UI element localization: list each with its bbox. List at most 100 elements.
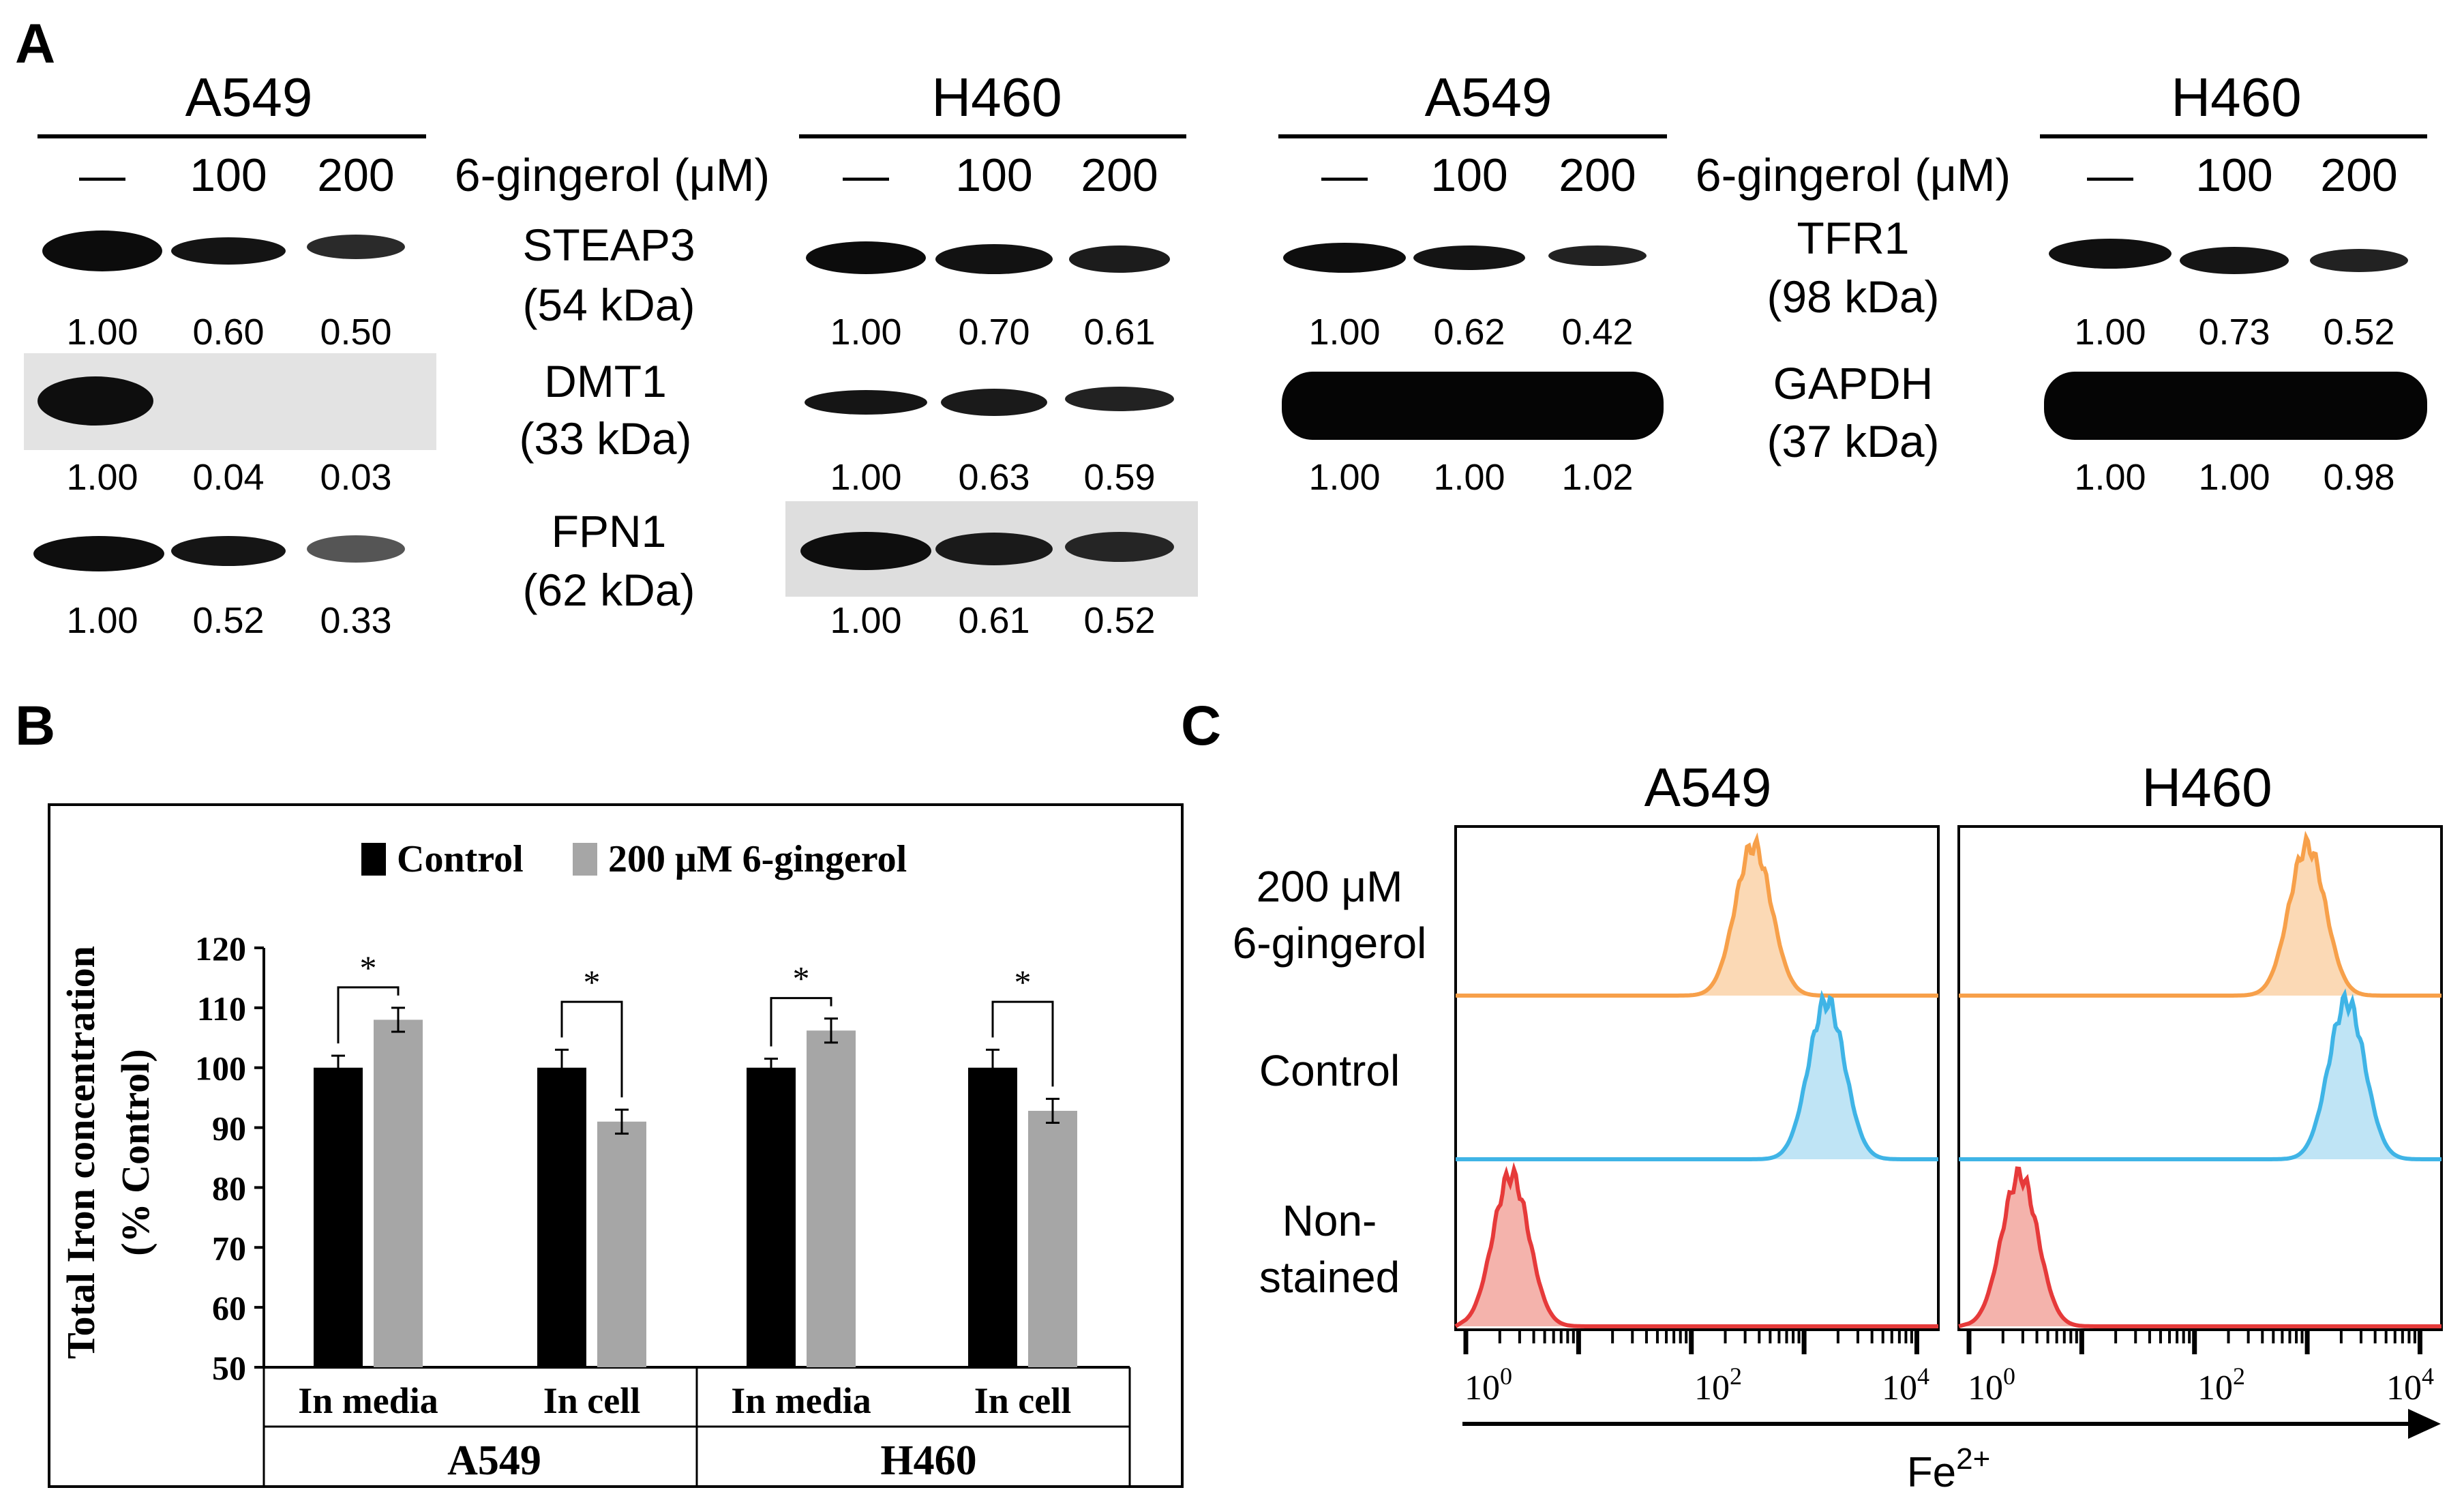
category-label: In media bbox=[298, 1380, 438, 1421]
panel-c-letter: C bbox=[1181, 695, 1221, 757]
histogram-fill bbox=[1959, 994, 2442, 1159]
dose-label: 200 bbox=[1559, 149, 1636, 201]
bar bbox=[537, 1067, 586, 1367]
dose-label: 200 bbox=[317, 149, 394, 201]
dose-label: 100 bbox=[190, 149, 267, 201]
y-tick-label: 70 bbox=[212, 1229, 246, 1267]
band-value: 1.02 bbox=[1561, 457, 1633, 498]
blot-gapdh-h460 bbox=[2044, 372, 2427, 440]
y-tick-label: 50 bbox=[212, 1349, 246, 1387]
legend-swatch-control bbox=[361, 843, 386, 876]
bar bbox=[807, 1030, 856, 1367]
panel-a-letter: A bbox=[15, 13, 55, 75]
dose-label: 200 bbox=[2320, 149, 2397, 201]
y-tick-label: 80 bbox=[212, 1169, 246, 1207]
histogram-line bbox=[1959, 988, 2442, 1161]
tick-label: 102 bbox=[1694, 1362, 1742, 1407]
y-tick-label: 100 bbox=[195, 1049, 246, 1088]
marker-name: FPN1 bbox=[552, 506, 667, 556]
band-value: 0.04 bbox=[192, 457, 264, 498]
row-label: Non- bbox=[1282, 1196, 1377, 1245]
significance-star: * bbox=[584, 963, 601, 1001]
significance-bracket bbox=[770, 997, 832, 1047]
bar bbox=[314, 1067, 363, 1367]
significance-star: * bbox=[1015, 963, 1032, 1001]
treatment-label: 6-gingerol (μM) bbox=[455, 149, 770, 201]
histogram-frame-h460 bbox=[1957, 825, 2443, 1331]
band-value: 0.61 bbox=[1083, 312, 1155, 353]
dose-label: — bbox=[1321, 149, 1368, 201]
histogram-line bbox=[1958, 1166, 2442, 1328]
band-value: 1.00 bbox=[66, 600, 138, 641]
histogram-fill bbox=[1959, 837, 2442, 996]
band-value: 0.50 bbox=[320, 312, 391, 353]
panel-b: B Control 200 μM 6-gingerol Total Iron c… bbox=[15, 695, 1184, 1488]
marker-name: TFR1 bbox=[1797, 213, 1910, 263]
panel-a-left-labels: STEAP3 (54 kDa) DMT1 (33 kDa) FPN1 (62 k… bbox=[66, 220, 1155, 641]
band-value: 1.00 bbox=[830, 457, 901, 498]
row-label: stained bbox=[1259, 1253, 1400, 1302]
cell-line-label: H460 bbox=[931, 67, 1062, 128]
band-value: 0.62 bbox=[1433, 312, 1505, 353]
band-value: 1.00 bbox=[66, 312, 138, 353]
band-value: 1.00 bbox=[66, 457, 138, 498]
row-label: 6-gingerol bbox=[1233, 919, 1427, 968]
dose-label: — bbox=[2087, 149, 2133, 201]
band-value: 0.33 bbox=[320, 600, 391, 641]
histogram-fill bbox=[1456, 997, 1938, 1159]
bar bbox=[597, 1121, 646, 1367]
category-table: In media In cell In media In cell A549 H… bbox=[262, 1367, 1131, 1487]
significance-bracket bbox=[560, 1000, 623, 1098]
tick-label: 104 bbox=[1882, 1362, 1929, 1407]
category-label: In cell bbox=[543, 1380, 641, 1421]
band-value: 1.00 bbox=[2198, 457, 2270, 498]
bars bbox=[314, 1007, 1077, 1367]
histograms bbox=[1454, 831, 2442, 1328]
band-value: 0.03 bbox=[320, 457, 391, 498]
blot-steap3-h460 bbox=[806, 241, 1170, 274]
panel-a-right-labels: TFR1 (98 kDa) GAPDH (37 kDa) 1.00 0.62 0… bbox=[1308, 213, 2394, 498]
group-label: H460 bbox=[880, 1437, 976, 1484]
legend-label-control: Control bbox=[397, 838, 524, 880]
histogram-fill bbox=[1959, 1168, 2442, 1326]
chart-legend: Control 200 μM 6-gingerol bbox=[361, 838, 907, 880]
y-tick-label: 120 bbox=[195, 929, 246, 968]
marker-size: (62 kDa) bbox=[522, 565, 695, 615]
blot-tfr1-a549 bbox=[1283, 243, 1647, 273]
band-value: 1.00 bbox=[2074, 457, 2146, 498]
band-value: 0.52 bbox=[2323, 312, 2394, 353]
cell-line-label: A549 bbox=[1425, 67, 1552, 128]
cell-line-label: A549 bbox=[1644, 757, 1772, 818]
significance-bracket bbox=[337, 986, 400, 1044]
category-label: In cell bbox=[974, 1380, 1072, 1421]
histogram-line bbox=[1456, 832, 1938, 998]
category-label: In media bbox=[731, 1380, 871, 1421]
panel-b-letter: B bbox=[15, 695, 55, 757]
panel-a: A A549 H460 — 100 200 6-gingerol (μM) — … bbox=[15, 13, 2427, 641]
legend-swatch-gingerol bbox=[573, 843, 597, 876]
marker-size: (33 kDa) bbox=[519, 413, 691, 464]
marker-size: (54 kDa) bbox=[522, 280, 695, 330]
treatment-label: 6-gingerol (μM) bbox=[1696, 149, 2011, 201]
dose-label: 100 bbox=[955, 149, 1032, 201]
histogram-line bbox=[1456, 989, 1938, 1161]
log-axis-labels: 100 102 104 100 102 104 bbox=[1464, 1362, 2434, 1407]
band-value: 0.52 bbox=[192, 600, 264, 641]
marker-size: (98 kDa) bbox=[1767, 271, 1939, 322]
bar bbox=[374, 1019, 423, 1367]
marker-size: (37 kDa) bbox=[1767, 416, 1939, 466]
panel-c: C A549 H460 200 μM 6-gingerol Control No… bbox=[1181, 695, 2443, 1496]
histogram-line bbox=[1959, 831, 2442, 998]
panel-a-right-headers: A549 H460 — 100 200 6-gingerol (μM) — 10… bbox=[1278, 67, 2427, 201]
band-value: 1.00 bbox=[1433, 457, 1505, 498]
cell-line-label: A549 bbox=[185, 67, 313, 128]
blot-gapdh-a549 bbox=[1282, 372, 1664, 440]
band-value: 0.60 bbox=[192, 312, 264, 353]
y-tick-label: 60 bbox=[212, 1289, 246, 1327]
dose-label: — bbox=[843, 149, 889, 201]
band-value: 0.42 bbox=[1561, 312, 1633, 353]
band-value: 0.61 bbox=[958, 600, 1030, 641]
blot-dmt1-a549 bbox=[24, 353, 436, 450]
